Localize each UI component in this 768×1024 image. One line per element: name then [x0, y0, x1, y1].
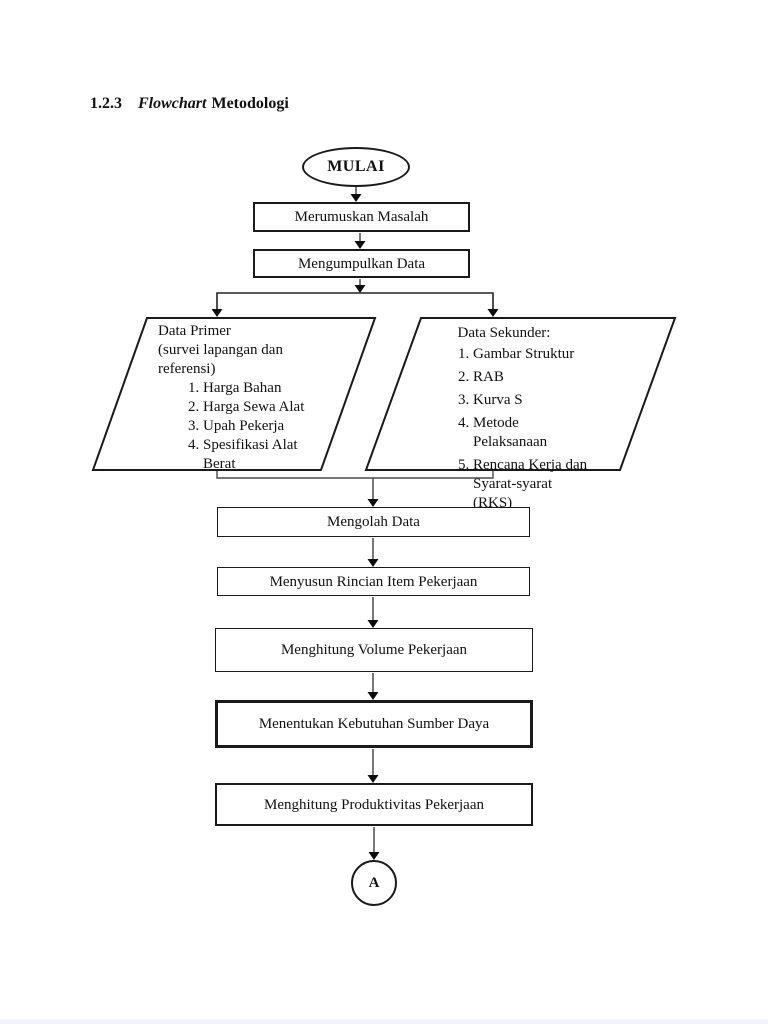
process-mengumpulkan-data: Mengumpulkan Data: [253, 249, 470, 278]
start-terminator: MULAI: [302, 147, 410, 187]
offpage-connector-a: A: [351, 860, 397, 906]
process-label: Menghitung Volume Pekerjaan: [280, 642, 468, 658]
merge-bracket: [216, 470, 494, 479]
process-label: Mengolah Data: [327, 514, 420, 530]
list-item: Metode Pelaksanaan: [473, 414, 593, 452]
list-item: Rencana Kerja dan Syarat-syarat (RKS): [473, 456, 593, 513]
process-label: Merumuskan Masalah: [294, 209, 429, 225]
section-title-rest: Metodologi: [211, 95, 289, 112]
section-term-italic: Flowchart: [138, 95, 207, 112]
process-label: Menyusun Rincian Item Pekerjaan: [269, 573, 478, 590]
process-menghitung-volume: Menghitung Volume Pekerjaan: [215, 628, 533, 672]
branch-lines: [216, 292, 494, 310]
data-sekunder-title: Data Sekunder:: [457, 325, 551, 341]
process-label: Mengumpulkan Data: [297, 255, 426, 272]
data-primer-content: Data Primer (survei lapangan dan referen…: [158, 322, 350, 474]
section-number: 1.2.3: [90, 95, 122, 112]
data-sekunder-content: Data Sekunder: Gambar Struktur RAB Kurva…: [415, 324, 593, 517]
process-menghitung-produktivitas: Menghitung Produktivitas Pekerjaan: [215, 783, 533, 826]
list-item: Upah Pekerja: [203, 417, 350, 436]
process-merumuskan-masalah: Merumuskan Masalah: [253, 202, 470, 232]
start-label: MULAI: [327, 158, 385, 175]
data-primer-shape: [91, 317, 377, 471]
process-mengolah-data: Mengolah Data: [217, 507, 530, 537]
list-item: RAB: [473, 368, 593, 387]
process-label: Menghitung Produktivitas Pekerjaan: [264, 796, 484, 813]
data-primer-list: Harga Bahan Harga Sewa Alat Upah Pekerja…: [158, 379, 350, 474]
arrowheads: [211, 194, 499, 860]
list-item: Kurva S: [473, 391, 593, 410]
process-menyusun-rincian: Menyusun Rincian Item Pekerjaan: [217, 567, 530, 596]
arrow-stems: [355, 186, 375, 853]
data-sekunder-shape: [364, 317, 677, 471]
process-menentukan-sumber-daya: Menentukan Kebutuhan Sumber Daya: [215, 700, 533, 748]
data-primer-title: Data Primer (survei lapangan dan referen…: [158, 323, 283, 377]
process-label: Menentukan Kebutuhan Sumber Daya: [258, 716, 490, 732]
list-item: Harga Sewa Alat: [203, 398, 350, 417]
list-item: Gambar Struktur: [473, 345, 593, 364]
page-bottom-strip: [0, 1019, 768, 1024]
data-sekunder-list: Gambar Struktur RAB Kurva S Metode Pelak…: [415, 345, 593, 513]
list-item: Harga Bahan: [203, 379, 350, 398]
list-item: Spesifikasi Alat Berat: [203, 436, 350, 474]
connector-label: A: [368, 875, 380, 891]
